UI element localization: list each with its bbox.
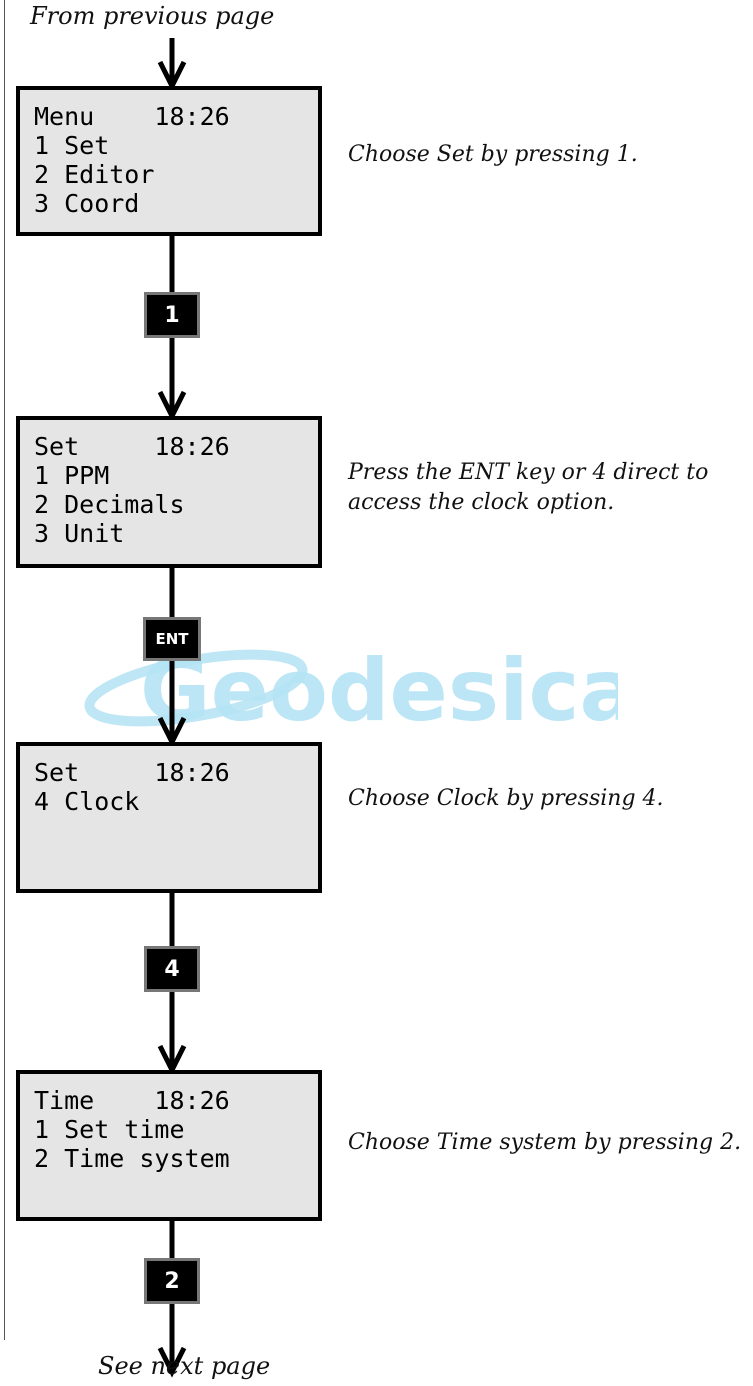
instruction-line: Press the ENT key or 4 direct to	[348, 460, 709, 485]
display-screen-set-clock: Set 18:26 4 Clock	[16, 742, 322, 893]
display-screen-set: Set 18:26 1 PPM 2 Decimals 3 Unit	[16, 416, 322, 568]
instruction-text: Choose Time system by pressing 2.	[348, 1128, 741, 1158]
display-screen-menu: Menu 18:26 1 Set 2 Editor 3 Coord	[16, 86, 322, 236]
key-1-button[interactable]: 1	[144, 292, 200, 338]
screen-line: 3 Unit	[34, 519, 125, 548]
footer-caption: See next page	[98, 1352, 271, 1380]
instruction-text: Press the ENT key or 4 direct to access …	[348, 458, 708, 518]
screen-line: Menu 18:26	[34, 102, 230, 131]
screen-line: 2 Editor	[34, 160, 155, 189]
screen-line: 4 Clock	[34, 787, 140, 816]
screen-line: Set 18:26	[34, 758, 230, 787]
screen-line: 1 Set time	[34, 1115, 185, 1144]
screen-line: 1 Set	[34, 131, 110, 160]
screen-line: 2 Time system	[34, 1144, 230, 1173]
instruction-line: Choose Set by pressing 1.	[348, 142, 638, 167]
key-4-button[interactable]: 4	[144, 946, 200, 992]
svg-text:Geodesical: Geodesical	[140, 641, 618, 741]
instruction-line: Choose Time system by pressing 2.	[348, 1130, 742, 1155]
screen-line: 2 Decimals	[34, 490, 185, 519]
instruction-text: Choose Set by pressing 1.	[348, 140, 638, 170]
screen-line: Set 18:26	[34, 432, 230, 461]
key-ent-button[interactable]: ENT	[143, 617, 201, 661]
screen-line: 1 PPM	[34, 461, 110, 490]
display-screen-time: Time 18:26 1 Set time 2 Time system	[16, 1070, 322, 1221]
screen-line: Time 18:26	[34, 1086, 230, 1115]
margin-rule	[4, 0, 5, 1340]
instruction-line: Choose Clock by pressing 4.	[348, 786, 664, 811]
header-caption: From previous page	[30, 2, 275, 30]
instruction-line: access the clock option.	[348, 490, 615, 515]
instruction-text: Choose Clock by pressing 4.	[348, 784, 664, 814]
screen-line: 3 Coord	[34, 189, 140, 218]
key-2-button[interactable]: 2	[144, 1258, 200, 1304]
